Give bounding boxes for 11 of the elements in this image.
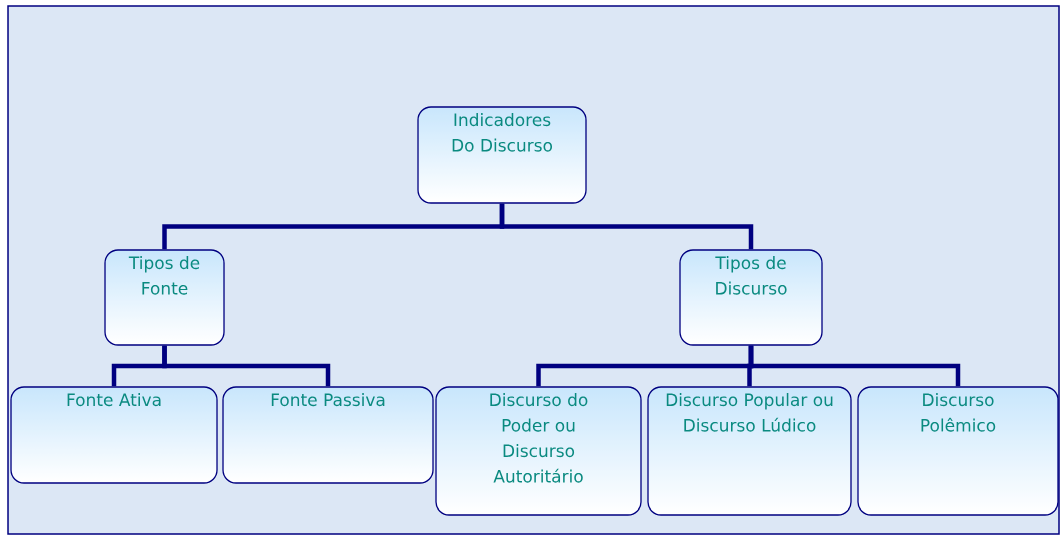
chart-box: Discurso do Poder ou Discurso Autoritário bbox=[435, 386, 642, 516]
chart-box: Discurso Polêmico bbox=[857, 386, 1059, 516]
connector-line bbox=[499, 203, 754, 250]
chart-box: Tipos de Discurso bbox=[679, 249, 823, 346]
chart-box: Fonte Passiva bbox=[222, 386, 434, 484]
connector-line bbox=[748, 345, 961, 387]
chart-box: Indicadores Do Discurso bbox=[417, 106, 587, 204]
chart-box: Tipos de Fonte bbox=[104, 249, 225, 346]
chart-box: Fonte Ativa bbox=[10, 386, 218, 484]
connector-line bbox=[162, 345, 331, 387]
chart-box: Discurso Popular ou Discurso Lúdico bbox=[647, 386, 852, 516]
